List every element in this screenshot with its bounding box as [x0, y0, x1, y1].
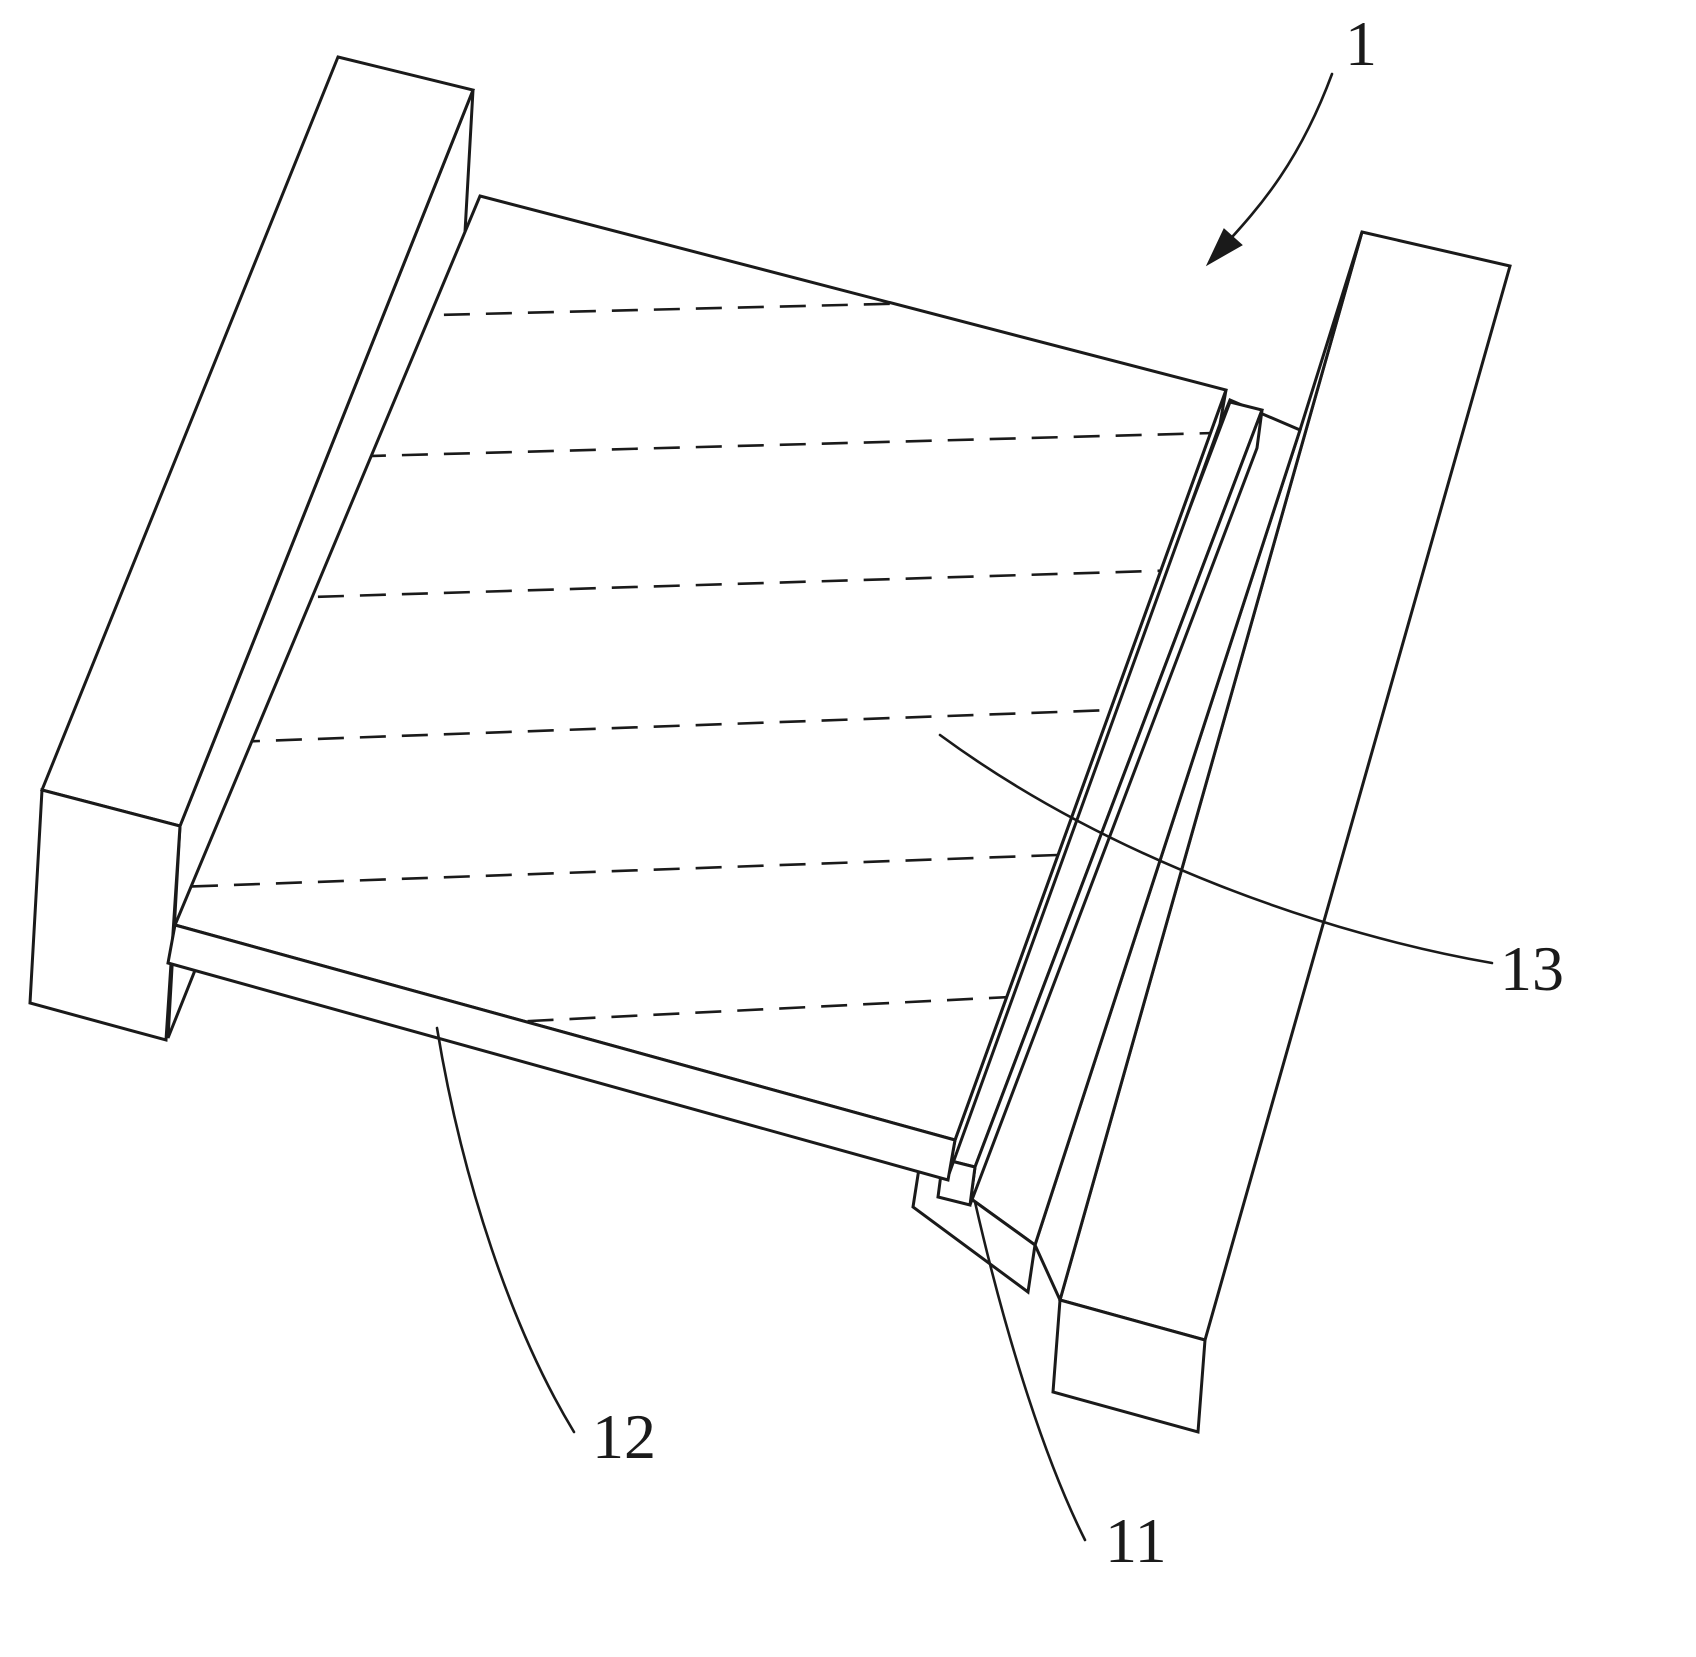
leader-line-plate — [435, 1026, 576, 1434]
leader-line-assembly — [1220, 72, 1334, 250]
reference-label-strip: 13 — [1500, 933, 1564, 1004]
hidden-line-5 — [175, 846, 1226, 890]
leader-line-strip — [938, 733, 1494, 965]
hidden-line-3 — [175, 566, 1226, 604]
left-rail-end-face — [28, 788, 182, 1042]
reference-label-plate: 12 — [592, 1401, 656, 1472]
reference-label-right-rail: 11 — [1105, 1505, 1167, 1576]
plate-front-face — [166, 923, 957, 1182]
hidden-line-4 — [175, 703, 1226, 747]
leader-line-right-rail — [973, 1200, 1087, 1542]
reference-label-assembly: 1 — [1345, 8, 1377, 79]
annotations: 1 13 12 11 — [435, 8, 1564, 1576]
arrowhead-assembly — [1205, 228, 1243, 267]
right-rail-end-face — [1051, 1298, 1207, 1434]
plate — [166, 194, 1228, 1182]
